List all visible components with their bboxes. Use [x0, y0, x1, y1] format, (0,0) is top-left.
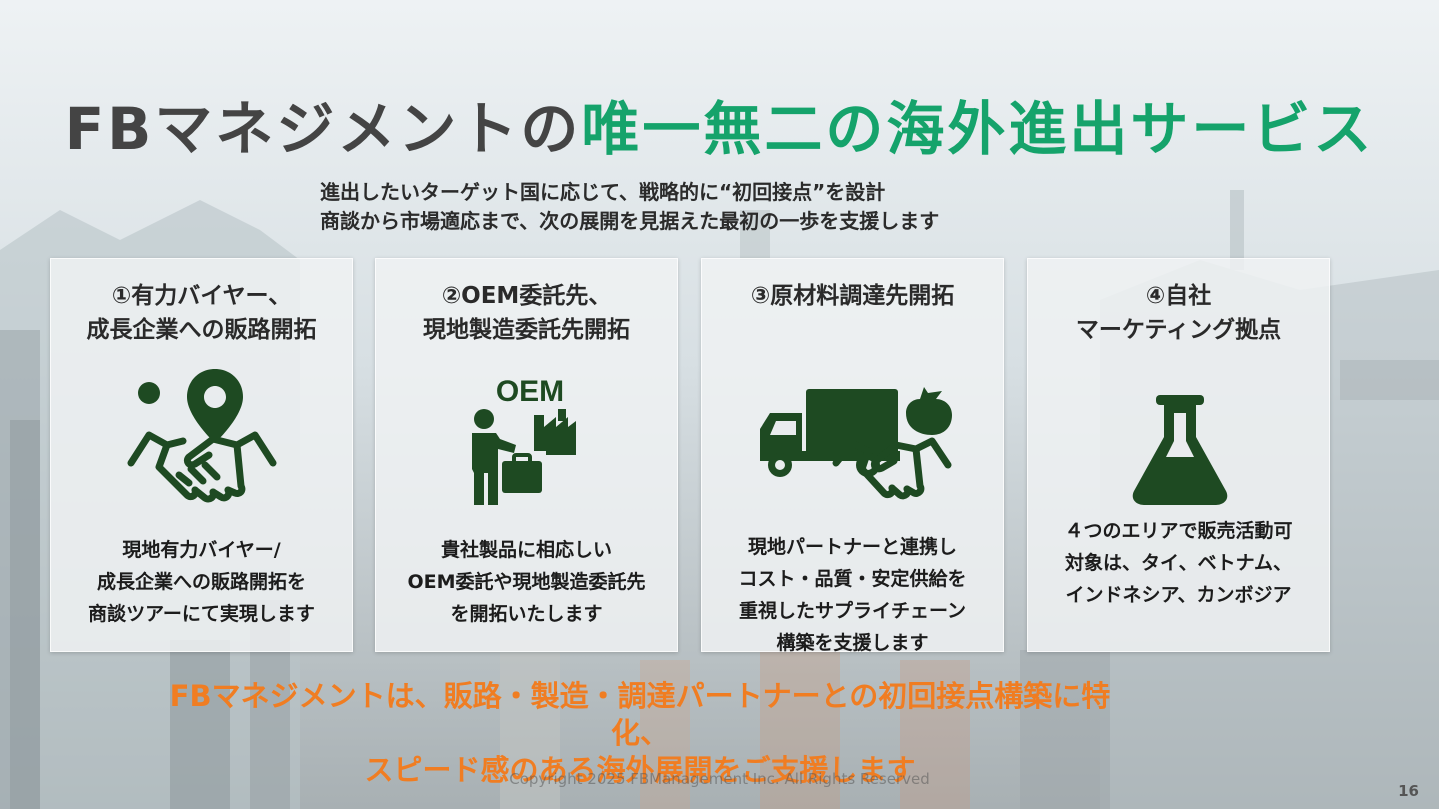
card-title: ②OEM委託先、 現地製造委託先開拓 — [376, 279, 677, 347]
card-desc-line: 貴社製品に相応しい — [440, 539, 612, 561]
title-highlight: 唯一無二の海外進出サービス — [581, 95, 1375, 163]
card-buyer-development: ①有力バイヤー、 成長企業への販路開拓 現地有力バイヤー/ 成長企業へ — [50, 258, 353, 652]
subtitle: 進出したいターゲット国に応じて、戦略的に“初回接点”を設計 商談から市場適応まで… — [320, 178, 1220, 236]
bottom-message-line: FBマネジメントは、販路・製造・調達パートナーとの初回接点構築に特 — [169, 679, 1111, 713]
copyright: Copyright 2025 FBManagement Inc. All Rig… — [509, 770, 930, 788]
card-title: ①有力バイヤー、 成長企業への販路開拓 — [51, 279, 352, 347]
card-desc: 現地パートナーと連携し コスト・品質・安定供給を 重視したサプライチェーン 構築… — [702, 531, 1003, 659]
card-title-line: ④自社 — [1145, 283, 1212, 309]
slide-title: FBマネジメントの唯一無二の海外進出サービス — [0, 82, 1439, 166]
card-title-line: ①有力バイヤー、 — [111, 283, 292, 309]
oem-icon-label: OEM — [496, 375, 564, 408]
card-title-line: マーケティング拠点 — [1075, 317, 1282, 343]
bottom-message-line: 化、 — [610, 716, 669, 750]
card-title-line: 成長企業への販路開拓 — [86, 317, 317, 343]
card-title: ③原材料調達先開拓 — [702, 279, 1003, 313]
card-desc-line: OEM委託や現地製造委託先 — [407, 571, 646, 593]
card-desc-line: コスト・品質・安定供給を — [738, 568, 967, 590]
card-desc-line: 成長企業への販路開拓を — [96, 571, 306, 593]
card-material-sourcing: ③原材料調達先開拓 現地パートナーと連携し — [701, 258, 1004, 654]
handshake-location-icon — [127, 369, 277, 503]
card-title: ④自社 マーケティング拠点 — [1028, 279, 1329, 347]
card-desc: ４つのエリアで販売活動可 対象は、タイ、ベトナム、 インドネシア、カンボジア — [1028, 515, 1329, 611]
title-company: FBマネジメントの — [64, 95, 582, 163]
card-desc-line: 現地パートナーと連携し — [747, 536, 957, 558]
card-oem-development: ②OEM委託先、 現地製造委託先開拓 OEM 貴社製品に相応しい OEM委託や現… — [375, 258, 678, 652]
card-desc-line: 重視したサプライチェーン — [738, 600, 967, 622]
card-desc-line: ４つのエリアで販売活動可 — [1064, 520, 1293, 542]
card-title-line: 現地製造委託先開拓 — [423, 317, 630, 343]
subtitle-line: 進出したいターゲット国に応じて、戦略的に“初回接点”を設計 — [320, 180, 886, 204]
flask-icon — [1132, 395, 1228, 505]
card-desc-line: を開拓いたします — [450, 603, 603, 625]
card-desc: 貴社製品に相応しい OEM委託や現地製造委託先 を開拓いたします — [376, 534, 677, 630]
subtitle-line: 商談から市場適応まで、次の展開を見据えた最初の一歩を支援します — [320, 209, 940, 233]
oem-factory-icon: OEM — [472, 375, 576, 505]
card-title-line: ③原材料調達先開拓 — [750, 283, 955, 309]
card-desc-line: 構築を支援します — [776, 632, 929, 654]
card-desc-line: 商談ツアーにて実現します — [88, 603, 315, 625]
card-desc-line: 現地有力バイヤー/ — [122, 539, 281, 561]
bottom-message-line: スピード感のある海外展開をご支援します — [364, 753, 916, 787]
card-desc-line: インドネシア、カンボジア — [1065, 584, 1292, 606]
bottom-message: FBマネジメントは、販路・製造・調達パートナーとの初回接点構築に特 化、 スピー… — [40, 678, 1240, 789]
card-title-line: ②OEM委託先、 — [441, 283, 612, 309]
card-own-marketing-base: ④自社 マーケティング拠点 ４つのエリアで販売活動可 対象は、タイ、ベトナム、 … — [1027, 258, 1330, 652]
card-desc-line: 対象は、タイ、ベトナム、 — [1064, 552, 1293, 574]
truck-handshake-icon — [760, 387, 952, 500]
card-desc: 現地有力バイヤー/ 成長企業への販路開拓を 商談ツアーにて実現します — [51, 534, 352, 630]
page-number: 16 — [1398, 782, 1419, 800]
